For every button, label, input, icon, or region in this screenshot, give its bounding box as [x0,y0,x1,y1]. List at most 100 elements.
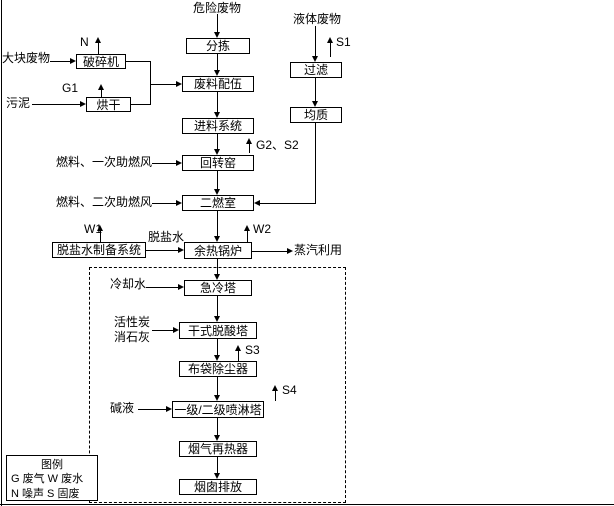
node-waste-blending: 废料配伍 [182,76,254,92]
arrow-down-icon [214,355,220,361]
legend-row-gas-water: G 废气 W 废水 [11,473,84,486]
label-sludge: 污泥 [6,96,31,110]
connector-alkali-spray [138,409,166,410]
label-hazardous-waste: 危险废物 [193,1,242,15]
connector-desaltwater-boiler [146,250,178,251]
connector-kiln-secondary [217,171,218,190]
arrow-up-icon [97,225,103,231]
node-dry-deacid-tower: 干式脱酸塔 [179,322,257,339]
emission-label-g1: G1 [62,81,79,95]
arrow-right-icon [178,247,184,253]
arrow-down-icon [214,70,220,76]
connector-spray-reheater [217,418,218,436]
arrow-up-icon [98,84,104,90]
connector-secondary-boiler [217,211,218,237]
label-liquid-waste: 液体废物 [293,12,342,26]
arrow-up-icon [272,385,278,391]
page-bottom-border [0,504,614,505]
legend-row-noise-solid: N 噪声 S 固废 [11,487,80,500]
arrow-up-icon [244,225,250,231]
connector-drytower-bagfilter [217,339,218,356]
label-slaked-lime: 消石灰 [114,330,151,344]
arrow-right-icon [176,200,182,206]
arrow-up-icon [95,37,101,43]
arrow-down-icon [214,473,220,479]
node-homogenization: 均质 [290,107,342,123]
page-left-border [1,0,2,506]
arrow-right-icon [287,248,293,254]
label-bulky-waste: 大块废物 [2,51,51,65]
arrow-down-icon [214,236,220,242]
emission-line-s1 [330,42,331,57]
legend-box: 图例 G 废气 W 废水 N 噪声 S 固废 [6,455,98,501]
connector-drying-junction [131,104,151,105]
emission-label-s4: S4 [282,383,297,397]
arrow-down-icon [312,101,318,107]
node-waste-heat-boiler: 余热锅炉 [184,242,252,259]
arrow-right-icon [178,284,184,290]
arrow-down-icon [214,274,220,280]
connector-carbon-drytower [152,330,173,331]
connector-bulky-crusher [50,61,71,62]
arrow-up-icon [235,345,241,351]
connector-fuel2-secondary [152,203,176,204]
arrow-right-icon [176,81,182,87]
connector-boiler-steam [252,251,287,252]
node-stack-discharge: 烟囱排放 [179,479,257,495]
node-quench-tower: 急冷塔 [184,280,252,296]
emission-label-g2-s2: G2、S2 [256,138,299,152]
arrow-down-icon [312,56,318,62]
connector-feeding-kiln [217,134,218,150]
label-fuel-primary-air: 燃料、一次助燃风 [56,155,153,169]
node-gas-reheater: 烟气再热器 [179,441,257,457]
connector-homogenization-down [315,123,316,204]
emission-line-s3 [238,350,239,361]
emission-label-w1: W1 [84,222,102,236]
connector-hazwaste-sorting [217,14,218,33]
node-desalted-water-system: 脱盐水制备系统 [52,242,146,258]
label-desalted-water: 脱盐水 [148,230,185,244]
arrow-right-icon [176,160,182,166]
connector-liquid-filter [315,26,316,57]
label-activated-carbon: 活性炭 [114,315,151,329]
node-drying: 烘干 [86,97,131,112]
arrow-right-icon [166,406,172,412]
emission-label-s3: S3 [245,343,260,357]
label-cooling-water: 冷却水 [110,277,147,291]
connector-cooling-quench [146,287,178,288]
node-feeding-system: 进料系统 [182,118,254,134]
connector-junction-vertical [150,61,151,105]
arrow-right-icon [70,58,76,64]
connector-fuel1-kiln [152,163,176,164]
connector-reheater-stack [217,457,218,474]
emission-label-w2: W2 [253,222,271,236]
connector-quench-drytower [217,296,218,317]
arrow-down-icon [214,316,220,322]
connector-filter-homogenization [315,78,316,102]
arrow-down-icon [214,189,220,195]
emission-line-s4 [275,390,276,401]
emission-line-g2-s2 [249,143,250,153]
emission-label-n: N [80,35,89,49]
arrow-down-icon [214,32,220,38]
connector-sorting-blending [217,54,218,71]
node-bag-filter: 布袋除尘器 [179,361,257,377]
connector-crusher-junction [126,61,151,62]
arrow-up-icon [327,37,333,43]
node-filtering: 过滤 [290,62,342,78]
arrow-down-icon [214,395,220,401]
arrow-down-icon [214,435,220,441]
node-secondary-chamber: 二燃室 [182,195,254,211]
arrow-right-icon [173,327,179,333]
node-spray-tower: 一级/二级喷淋塔 [172,401,264,418]
connector-bagfilter-spray [217,377,218,396]
emission-line-n [98,42,99,54]
label-fuel-secondary-air: 燃料、二次助燃风 [56,195,153,209]
label-steam-use: 蒸汽利用 [294,243,343,257]
connector-blending-feeding [217,92,218,113]
node-sorting: 分拣 [186,38,250,54]
emission-line-g1 [101,89,102,97]
node-rotary-kiln: 回转窑 [182,155,254,171]
arrow-down-icon [214,149,220,155]
